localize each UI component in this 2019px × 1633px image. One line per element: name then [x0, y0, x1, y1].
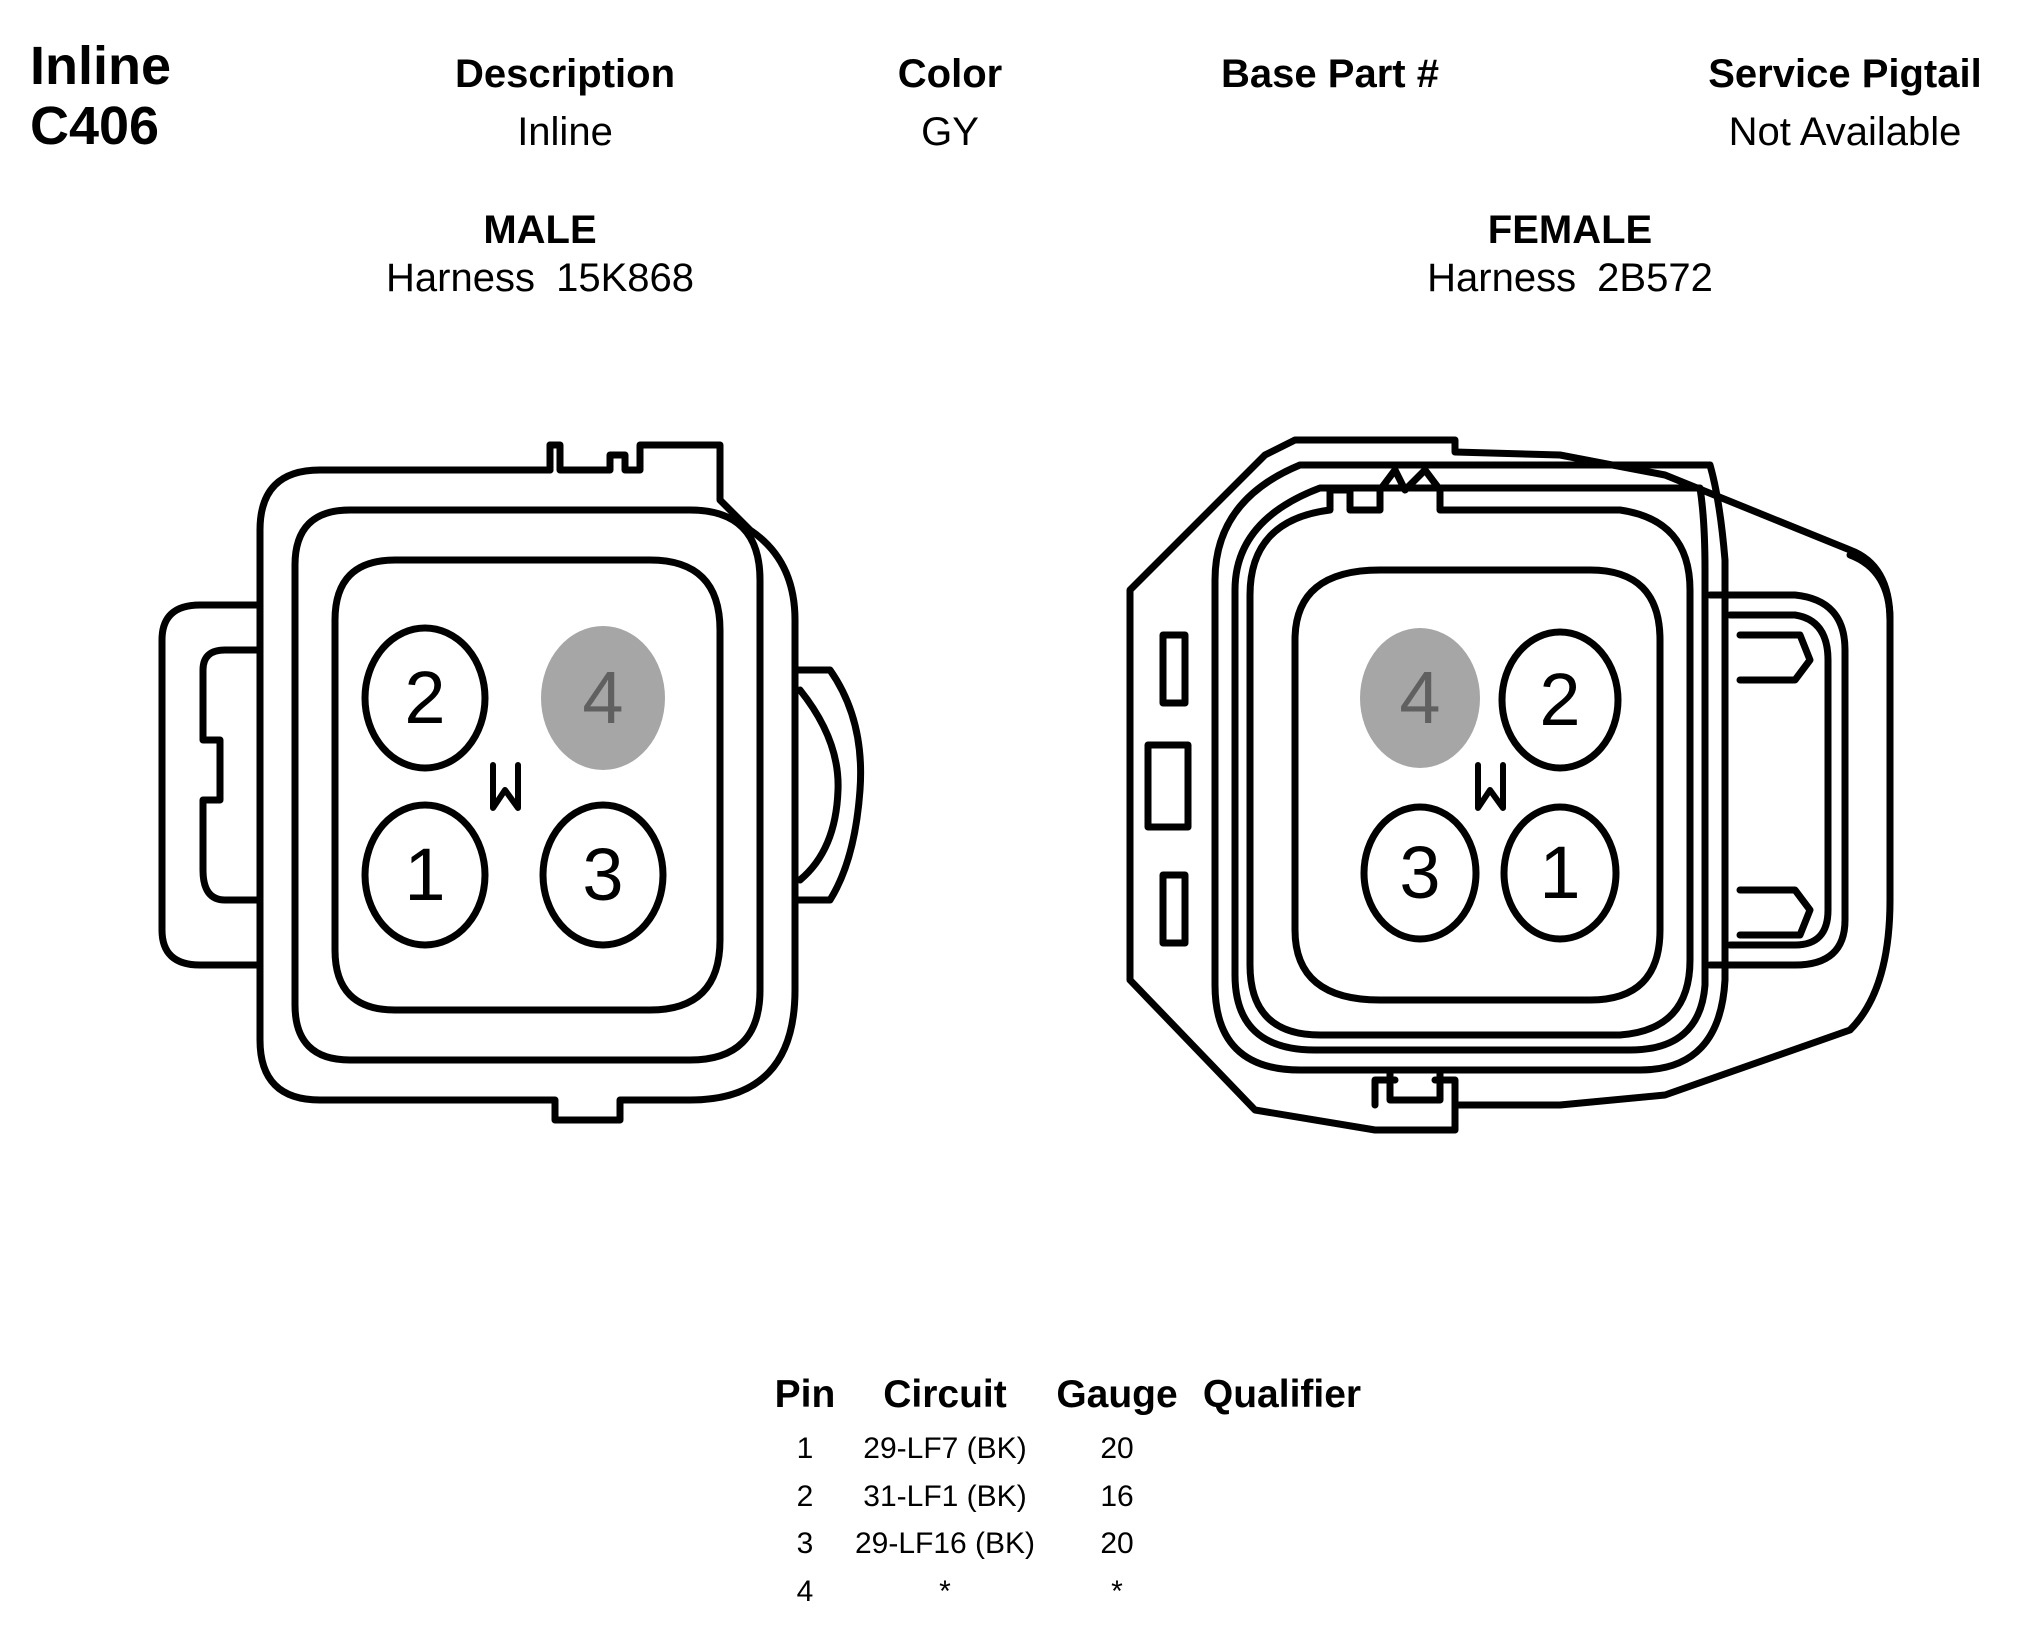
service-pigtail-value: Not Available — [1728, 110, 1962, 154]
female-right-latch — [1706, 591, 1849, 969]
male-pin-label-2: 2 — [404, 656, 446, 739]
connector-type: Inline — [30, 36, 172, 96]
male-pin-label-3: 3 — [582, 833, 624, 916]
female-connector — [1126, 436, 1894, 1134]
male-harness: Harness 15K868 — [386, 256, 694, 300]
female-housing-ring-2 — [1231, 484, 1709, 1054]
female-pin-label-3: 3 — [1399, 831, 1441, 914]
row-gauge: 20 — [1100, 1432, 1134, 1465]
color-value: GY — [921, 110, 979, 154]
female-latch-clip-top — [1736, 631, 1814, 684]
table-header-circuit: Circuit — [883, 1373, 1007, 1416]
female-bottom-tab-inner — [1371, 1076, 1459, 1109]
description-value: Inline — [517, 110, 613, 154]
female-slot-mid — [1144, 741, 1192, 831]
description-label: Description — [454, 52, 676, 96]
row-pin: 1 — [796, 1432, 814, 1465]
female-right-latch-inner — [1726, 611, 1832, 949]
base-part-label: Base Part # — [1221, 52, 1439, 96]
male-right-tab-inner — [796, 686, 842, 884]
female-latch-clip-bottom — [1736, 886, 1814, 939]
female-harness: Harness 2B572 — [1427, 256, 1713, 300]
row-gauge: 16 — [1100, 1480, 1134, 1513]
male-w-mark — [490, 762, 521, 811]
male-pin-label-4: 4 — [582, 656, 624, 739]
male-inner-frame — [291, 506, 764, 1064]
male-outer-housing — [256, 441, 799, 1124]
female-bottom-tab — [1386, 1066, 1444, 1104]
female-cavity-3 — [1360, 803, 1480, 943]
female-cavity-4 — [1360, 628, 1480, 768]
service-pigtail-label: Service Pigtail — [1708, 52, 1982, 96]
female-slot-top — [1159, 631, 1189, 707]
female-housing-ring-3 — [1246, 466, 1694, 1039]
female-slot-bottom — [1159, 871, 1189, 947]
male-cavities — [361, 624, 667, 949]
female-w-mark — [1475, 762, 1506, 811]
row-circuit: 29-LF16 (BK) — [854, 1527, 1036, 1560]
row-circuit: * — [939, 1575, 951, 1608]
female-face — [1291, 566, 1664, 1004]
connector-title: Inline C406 — [30, 36, 171, 156]
male-cavity-4 — [541, 626, 665, 770]
female-label: FEMALE — [1487, 208, 1653, 252]
color-label: Color — [897, 52, 1003, 96]
connector-id: C406 — [30, 96, 160, 156]
male-left-latch-inner — [199, 646, 262, 904]
male-cavity-1 — [361, 801, 489, 949]
female-right-cap — [1846, 551, 1894, 624]
table-header-pin: Pin — [774, 1373, 836, 1416]
female-cavity-2 — [1498, 628, 1622, 772]
row-circuit: 31-LF1 (BK) — [863, 1480, 1027, 1513]
male-cavity-3 — [539, 801, 667, 949]
table-header-qualifier: Qualifier — [1202, 1373, 1362, 1416]
male-cavity-2 — [361, 624, 489, 772]
male-label: MALE — [483, 208, 597, 252]
table-header-gauge: Gauge — [1056, 1373, 1178, 1416]
male-face — [331, 556, 724, 1014]
row-pin: 2 — [796, 1480, 814, 1513]
male-left-latch — [158, 601, 262, 969]
male-right-tab — [791, 666, 865, 904]
male-connector — [158, 441, 865, 1124]
female-pin-label-2: 2 — [1539, 658, 1581, 741]
male-pin-label-1: 1 — [404, 833, 446, 916]
row-circuit: 29-LF7 (BK) — [863, 1432, 1027, 1465]
female-pin-label-1: 1 — [1539, 831, 1581, 914]
female-cavities — [1360, 628, 1622, 943]
female-housing-ring-outer — [1211, 461, 1729, 1074]
row-gauge: * — [1111, 1575, 1123, 1608]
row-pin: 4 — [796, 1575, 814, 1608]
row-gauge: 20 — [1100, 1527, 1134, 1560]
female-pin-label-4: 4 — [1399, 656, 1441, 739]
row-pin: 3 — [796, 1527, 814, 1560]
female-cavity-1 — [1500, 803, 1620, 943]
